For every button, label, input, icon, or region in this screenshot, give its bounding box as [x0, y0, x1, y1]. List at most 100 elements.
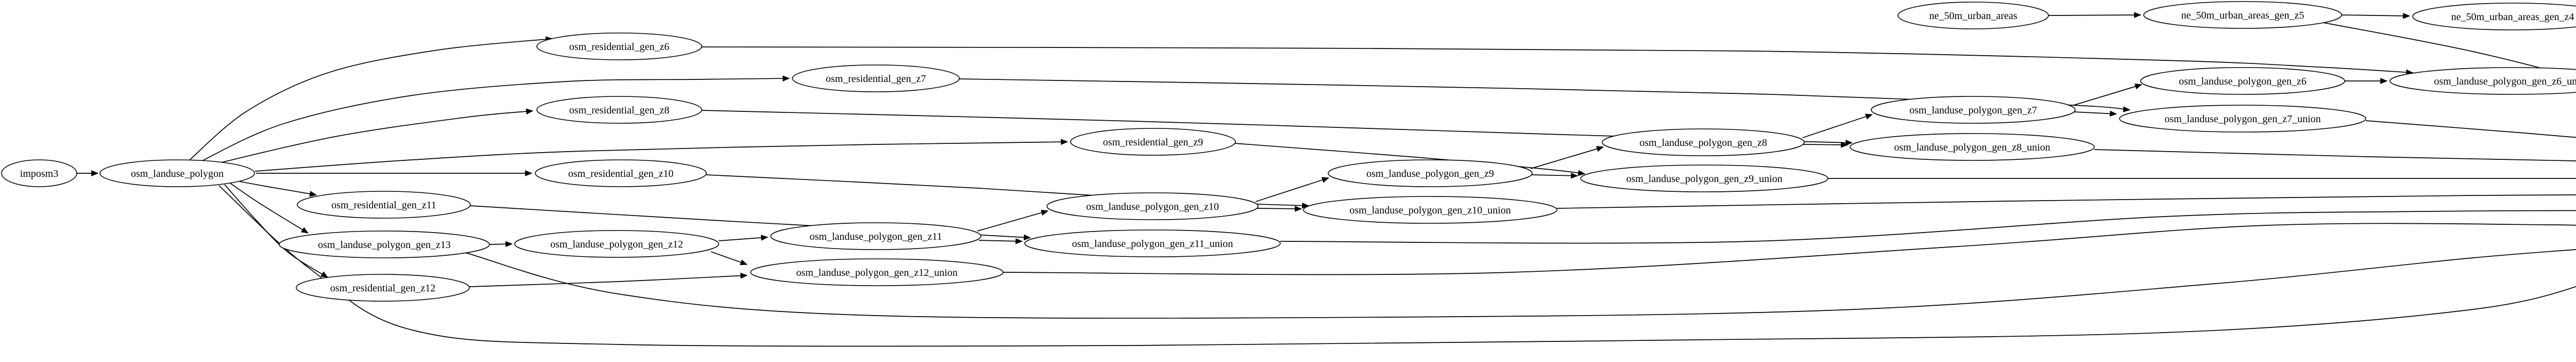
- edge-osm_landuse_polygon_gen_z11-to-osm_landuse_polygon_gen_z10: [977, 209, 1049, 232]
- node-osm_landuse_polygon: osm_landuse_polygon: [99, 159, 255, 187]
- node-label-osm_landuse_polygon_gen_z10_union: osm_landuse_polygon_gen_z10_union: [1349, 205, 1511, 216]
- node-ellipse-osm_residential_gen_z12: [296, 274, 470, 302]
- node-ellipse-osm_residential_gen_z10: [535, 159, 707, 187]
- node-osm_landuse_polygon_gen_z6: osm_landuse_polygon_gen_z6: [2140, 67, 2345, 95]
- node-osm_residential_gen_z10: osm_residential_gen_z10: [535, 159, 707, 187]
- node-label-osm_residential_gen_z12: osm_residential_gen_z12: [330, 283, 435, 294]
- node-ellipse-osm_landuse_polygon_gen_z9_union: [1580, 164, 1828, 192]
- edge-osm_residential_gen_z12-to-osm_landuse_polygon_gen_z12_union: [469, 272, 748, 287]
- node-ellipse-osm_landuse_polygon_gen_z6: [2140, 67, 2345, 95]
- node-label-osm_landuse_polygon_gen_z7: osm_landuse_polygon_gen_z7: [1909, 105, 2037, 116]
- node-ellipse-osm_landuse_polygon_gen_z13: [279, 231, 490, 258]
- edge-osm_landuse_polygon-to-osm_landuse_polygon_gen_z13: [229, 182, 309, 234]
- node-osm_residential_gen_z8: osm_residential_gen_z8: [536, 96, 702, 124]
- node-ellipse-osm_residential_gen_z6: [536, 32, 702, 60]
- node-ellipse-ne_50m_urban_areas_gen_z4: [2412, 3, 2576, 30]
- node-ellipse-osm_landuse_polygon: [99, 159, 255, 187]
- node-osm_landuse_polygon_gen_z11_union: osm_landuse_polygon_gen_z11_union: [1024, 229, 1281, 257]
- node-osm_residential_gen_z7: osm_residential_gen_z7: [792, 64, 960, 92]
- node-ellipse-osm_landuse_polygon_gen_z11: [770, 222, 981, 250]
- edge-osm_landuse_polygon_gen_z11-to-osm_landuse_polygon_gen_z11_union: [978, 238, 1023, 244]
- node-imposm3: imposm3: [1, 159, 77, 187]
- node-label-osm_landuse_polygon_gen_z11_union: osm_landuse_polygon_gen_z11_union: [1072, 238, 1233, 250]
- edge-osm_landuse_polygon_gen_z7_union-to-row_z7: [2365, 120, 2576, 138]
- node-ellipse-osm_landuse_polygon_gen_z10: [1046, 192, 1259, 220]
- node-osm_landuse_polygon_gen_z12: osm_landuse_polygon_gen_z12: [514, 230, 719, 258]
- node-ellipse-osm_residential_gen_z9: [1070, 128, 1236, 156]
- edge-ne_50m_urban_areas_gen_z5-to-ne_50m_urban_areas_gen_z4: [2341, 12, 2411, 19]
- edge-osm_landuse_polygon_gen_z10-to-osm_landuse_polygon_gen_z9: [1255, 177, 1330, 202]
- node-osm_landuse_polygon_gen_z10: osm_landuse_polygon_gen_z10: [1046, 192, 1259, 220]
- node-label-osm_landuse_polygon_gen_z11: osm_landuse_polygon_gen_z11: [809, 231, 942, 242]
- node-label-osm_residential_gen_z8: osm_residential_gen_z8: [569, 105, 669, 116]
- edge-osm_landuse_polygon-to-osm_residential_gen_z9: [255, 139, 1069, 172]
- edge-osm_landuse_polygon_gen_z12-to-osm_landuse_polygon_gen_z11: [718, 235, 769, 241]
- edge-osm_landuse_polygon_gen_z8-to-osm_landuse_polygon_gen_z7: [1802, 113, 1873, 138]
- node-osm_residential_gen_z9: osm_residential_gen_z9: [1070, 128, 1236, 156]
- node-ellipse-osm_landuse_polygon_gen_z8_union: [1850, 133, 2095, 161]
- edge-osm_residential_gen_z6-to-osm_landuse_polygon_gen_z6_union: [701, 46, 2414, 76]
- node-osm_landuse_polygon_gen_z10_union: osm_landuse_polygon_gen_z10_union: [1303, 196, 1557, 224]
- node-label-osm_landuse_polygon_gen_z10: osm_landuse_polygon_gen_z10: [1086, 201, 1219, 212]
- edge-osm_landuse_polygon-to-osm_residential_gen_z8: [206, 108, 534, 167]
- node-label-osm_landuse_polygon_gen_z12: osm_landuse_polygon_gen_z12: [550, 239, 683, 250]
- node-osm_landuse_polygon_gen_z8: osm_landuse_polygon_gen_z8: [1602, 128, 1805, 156]
- edge-osm_landuse_polygon_gen_z7-to-osm_landuse_polygon_gen_z7_union: [2074, 110, 2117, 117]
- node-label-osm_residential_gen_z10: osm_residential_gen_z10: [568, 168, 673, 179]
- edge-osm_landuse_polygon-to-osm_residential_gen_z12: [224, 184, 328, 278]
- edge-osm_landuse_polygon_gen_z8_union-to-row_z8: [2094, 149, 2576, 161]
- node-osm_landuse_polygon_gen_z7: osm_landuse_polygon_gen_z7: [1871, 96, 2076, 124]
- edge-osm_landuse_polygon-to-row_z14+: [218, 185, 2576, 347]
- edge-osm_landuse_polygon_gen_z7-to-osm_landuse_polygon_gen_z6: [2073, 84, 2143, 106]
- node-ne_50m_urban_areas_gen_z5: ne_50m_urban_areas_gen_z5: [2143, 1, 2342, 29]
- node-ellipse-imposm3: [1, 159, 77, 187]
- node-label-osm_residential_gen_z11: osm_residential_gen_z11: [331, 200, 436, 211]
- node-label-ne_50m_urban_areas_gen_z5: ne_50m_urban_areas_gen_z5: [2181, 10, 2304, 21]
- edge-osm_landuse_polygon_gen_z10_union-to-row_z10: [1556, 194, 2576, 209]
- edge-osm_landuse_polygon-to-osm_residential_gen_z11: [234, 180, 317, 197]
- node-ellipse-osm_residential_gen_z7: [792, 64, 960, 92]
- edge-osm_landuse_polygon_gen_z9-to-osm_landuse_polygon_gen_z9_union: [1531, 172, 1579, 179]
- node-osm_landuse_polygon_gen_z9: osm_landuse_polygon_gen_z9: [1328, 159, 1533, 187]
- edge-osm_landuse_polygon_gen_z10-to-osm_landuse_polygon_gen_z10_union: [1257, 206, 1302, 212]
- node-label-osm_landuse_polygon_gen_z13: osm_landuse_polygon_gen_z13: [318, 239, 451, 251]
- node-ellipse-ne_50m_urban_areas_gen_z5: [2143, 1, 2342, 29]
- node-label-osm_landuse_polygon_gen_z9: osm_landuse_polygon_gen_z9: [1366, 168, 1494, 179]
- node-label-ne_50m_urban_areas: ne_50m_urban_areas: [1929, 10, 2017, 22]
- node-ellipse-osm_landuse_polygon_gen_z11_union: [1024, 229, 1281, 257]
- node-label-osm_landuse_polygon_gen_z6: osm_landuse_polygon_gen_z6: [2179, 76, 2307, 87]
- node-osm_landuse_polygon_gen_z11: osm_landuse_polygon_gen_z11: [770, 222, 981, 250]
- node-label-osm_landuse_polygon_gen_z9_union: osm_landuse_polygon_gen_z9_union: [1626, 173, 1782, 185]
- node-osm_landuse_polygon_gen_z6_union: osm_landuse_polygon_gen_z6_union: [2389, 67, 2576, 95]
- edge-osm_landuse_polygon_gen_z12-to-osm_landuse_polygon_gen_z12_union: [710, 251, 748, 266]
- edge-osm_landuse_polygon_gen_z11_union-to-row_z11: [1280, 210, 2576, 244]
- node-ellipse-osm_landuse_polygon_gen_z12: [514, 230, 719, 258]
- node-osm_landuse_polygon_gen_z13: osm_landuse_polygon_gen_z13: [279, 231, 490, 258]
- node-label-imposm3: imposm3: [20, 168, 58, 179]
- edge-osm_landuse_polygon_gen_z8-to-osm_landuse_polygon_gen_z8_union: [1803, 142, 1849, 148]
- edge-osm_landuse_polygon_gen_z12_union-to-row_z12: [1003, 223, 2576, 275]
- node-ellipse-osm_residential_gen_z8: [536, 96, 702, 124]
- node-osm_landuse_polygon_gen_z12_union: osm_landuse_polygon_gen_z12_union: [750, 258, 1004, 286]
- node-ellipse-osm_landuse_polygon_gen_z6_union: [2389, 67, 2576, 95]
- node-osm_landuse_polygon_gen_z7_union: osm_landuse_polygon_gen_z7_union: [2119, 105, 2366, 133]
- node-osm_landuse_polygon_gen_z9_union: osm_landuse_polygon_gen_z9_union: [1580, 164, 1828, 192]
- edge-osm_landuse_polygon-to-osm_residential_gen_z6: [188, 36, 553, 161]
- node-label-osm_landuse_polygon_gen_z8: osm_landuse_polygon_gen_z8: [1639, 137, 1767, 149]
- node-label-osm_landuse_polygon_gen_z6_union: osm_landuse_polygon_gen_z6_union: [2434, 76, 2576, 87]
- node-label-osm_landuse_polygon: osm_landuse_polygon: [131, 168, 224, 179]
- edge-osm_landuse_polygon_gen_z9-to-osm_landuse_polygon_gen_z8: [1530, 146, 1604, 169]
- node-ellipse-osm_residential_gen_z11: [297, 191, 471, 219]
- node-ellipse-ne_50m_urban_areas: [1897, 2, 2049, 29]
- node-label-osm_residential_gen_z7: osm_residential_gen_z7: [826, 73, 926, 85]
- node-ellipse-osm_landuse_polygon_gen_z10_union: [1303, 196, 1557, 224]
- node-label-osm_residential_gen_z6: osm_residential_gen_z6: [569, 41, 669, 53]
- node-label-ne_50m_urban_areas_gen_z4: ne_50m_urban_areas_gen_z4: [2451, 11, 2574, 23]
- node-osm_residential_gen_z12: osm_residential_gen_z12: [296, 274, 470, 302]
- node-ne_50m_urban_areas_gen_z4: ne_50m_urban_areas_gen_z4: [2412, 3, 2576, 30]
- node-ellipse-osm_landuse_polygon_gen_z7_union: [2119, 105, 2366, 133]
- edge-osm_landuse_polygon-to-osm_residential_gen_z7: [195, 75, 790, 164]
- node-osm_landuse_polygon_gen_z8_union: osm_landuse_polygon_gen_z8_union: [1850, 133, 2095, 161]
